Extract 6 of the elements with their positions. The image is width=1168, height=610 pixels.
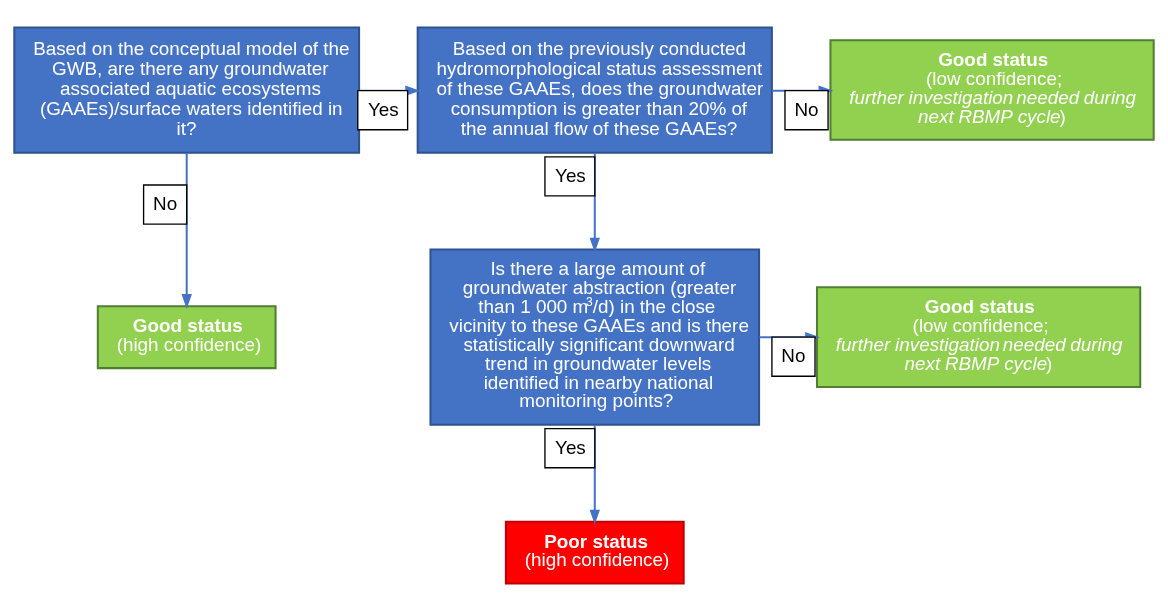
- edge-label: Yes: [555, 436, 586, 458]
- edge-label: No: [153, 192, 178, 214]
- edge-label: Yes: [367, 98, 399, 120]
- edge-label: No: [794, 98, 819, 120]
- edge-label: Yes: [555, 164, 586, 186]
- edge-label: No: [781, 344, 806, 366]
